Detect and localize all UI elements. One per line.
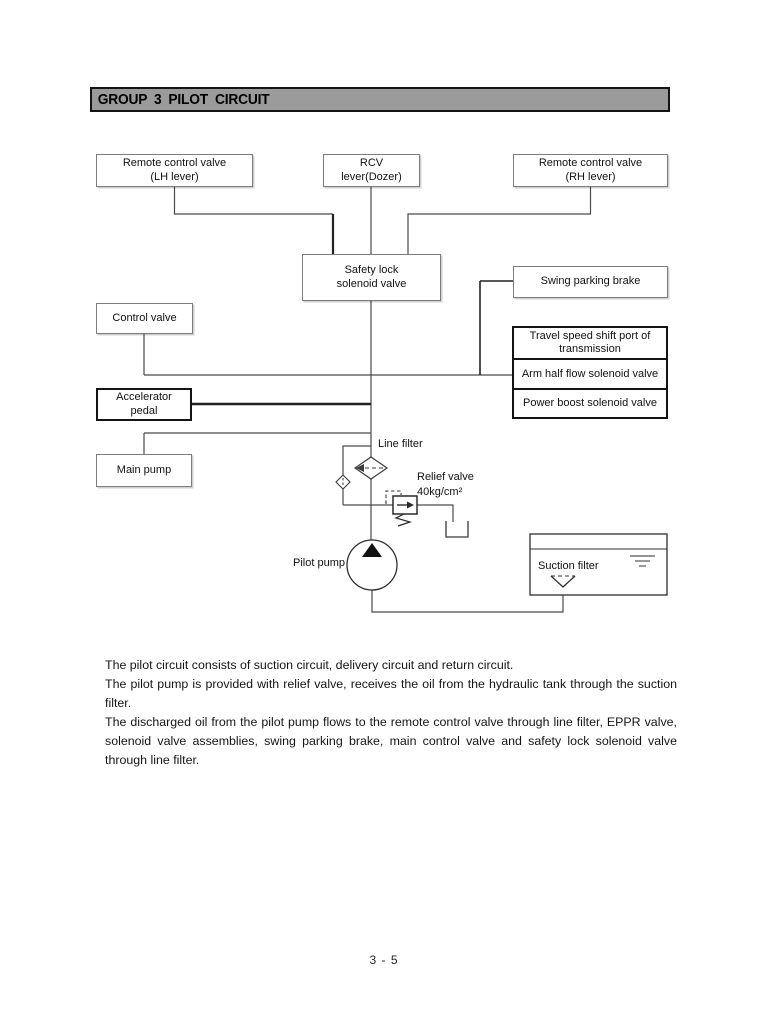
- box-control-valve: Control valve: [96, 303, 193, 334]
- wire-swing-riser: [479, 280, 513, 375]
- fluid-level-icon: [630, 555, 655, 567]
- suction-strainer-symbol: [550, 575, 576, 588]
- wire-suction: [371, 588, 564, 613]
- label-relief-pressure: 40kg/cm²: [417, 486, 463, 498]
- wire-relief-drain: [417, 504, 454, 522]
- box-travel-speed-shift-port: Travel speed shift port of transmission: [529, 330, 651, 355]
- section-title: GROUP 3 PILOT CIRCUIT: [97, 91, 270, 108]
- paragraph: The discharged oil from the pilot pump f…: [105, 715, 677, 767]
- box-label: Main pump: [116, 463, 172, 476]
- box-power-boost-solenoid: Power boost solenoid valve: [514, 388, 666, 417]
- solenoid-valve-stack: Travel speed shift port of transmission …: [512, 326, 668, 419]
- box-label: Safety lock: [344, 264, 399, 276]
- spring: [394, 513, 413, 527]
- label-suction-filter: Suction filter: [538, 560, 599, 572]
- paragraph: The pilot pump is provided with relief v…: [105, 677, 677, 710]
- box-label: RCV: [359, 157, 384, 169]
- paragraph: The pilot circuit consists of suction ci…: [105, 658, 514, 672]
- wire-relief-branch: [342, 445, 393, 506]
- page-number: 3 - 5: [369, 953, 399, 967]
- label-relief-valve: Relief valve: [417, 471, 474, 483]
- box-accelerator-pedal: Accelerator pedal: [96, 388, 192, 421]
- wire-mainpump: [143, 432, 371, 454]
- line-filter-symbol: [353, 456, 389, 480]
- box-label: lever(Dozer): [341, 170, 402, 183]
- tank-symbol: [529, 533, 668, 596]
- box-label: Remote control valve: [538, 157, 643, 169]
- box-label: (LH lever): [150, 170, 199, 183]
- box-remote-control-valve-lh: Remote control valve (LH lever): [96, 154, 253, 187]
- box-label: Remote control valve: [122, 157, 227, 169]
- section-header-bar: GROUP 3 PILOT CIRCUIT: [90, 87, 670, 112]
- box-arm-half-flow-solenoid: Arm half flow solenoid valve: [514, 358, 666, 388]
- wire-rh-to-safety: [407, 187, 592, 254]
- label-pilot-pump: Pilot pump: [293, 557, 345, 569]
- box-safety-lock-solenoid-valve: Safety lock solenoid valve: [302, 254, 441, 301]
- box-label: solenoid valve: [336, 277, 407, 290]
- label-line-filter: Line filter: [378, 438, 423, 450]
- box-label: pedal: [130, 404, 158, 417]
- body-text: The pilot circuit consists of suction ci…: [105, 656, 677, 770]
- box-rcv-lever-dozer: RCV lever(Dozer): [323, 154, 420, 187]
- box-remote-control-valve-rh: Remote control valve (RH lever): [513, 154, 668, 187]
- drain-symbol: [445, 521, 469, 538]
- wire-lh-to-safety: [173, 187, 333, 215]
- box-label: Control valve: [112, 311, 177, 324]
- box-swing-parking-brake: Swing parking brake: [513, 266, 668, 298]
- relief-valve-symbol: [385, 490, 418, 527]
- wire-controlvalve-stack: [143, 334, 512, 376]
- box-label: Swing parking brake: [540, 275, 641, 288]
- box-label: Accelerator: [116, 391, 172, 403]
- box-label: (RH lever): [565, 170, 616, 183]
- pilot-pump-symbol: [346, 539, 398, 591]
- box-main-pump: Main pump: [96, 454, 192, 487]
- check-valve-symbol: [335, 474, 351, 490]
